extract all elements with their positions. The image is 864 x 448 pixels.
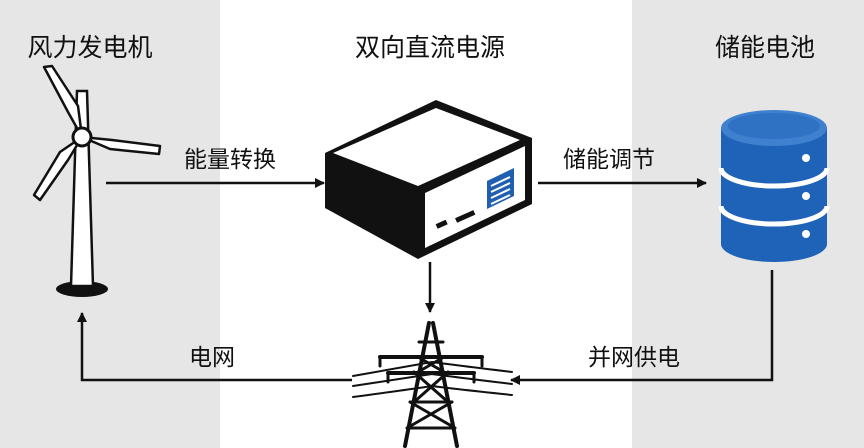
flow-arrows: [77, 178, 774, 385]
storage-regulation-label: 储能调节: [563, 147, 655, 173]
dc-power-supply-icon: [325, 100, 532, 259]
arrow-battery-to-tower: [510, 270, 774, 385]
battery-icon: [718, 110, 830, 262]
grid-connected-supply-label: 并网供电: [588, 345, 680, 371]
power-grid-label: 电网: [189, 345, 235, 371]
dc-power-supply-title: 双向直流电源: [354, 33, 505, 62]
energy-conversion-label: 能量转换: [184, 147, 276, 173]
battery-title: 储能电池: [714, 33, 815, 62]
wind-turbine-title: 风力发电机: [27, 33, 153, 62]
left-panel: [0, 0, 220, 448]
arrow-tower-to-turbine: [77, 312, 352, 382]
transmission-tower-icon: [352, 321, 513, 448]
wind-turbine-icon: [32, 64, 162, 297]
